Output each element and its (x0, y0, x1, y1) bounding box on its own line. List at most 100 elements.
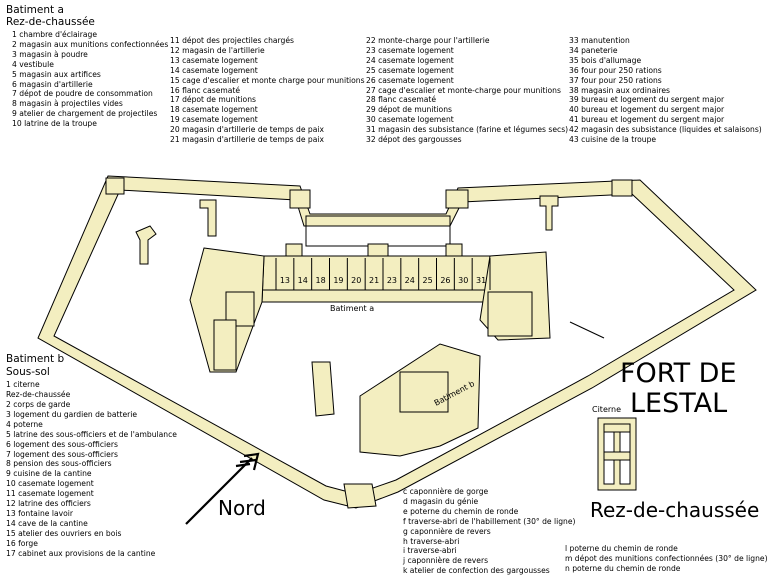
magasin-genie-d (311, 361, 335, 417)
rooms-left-2 (213, 319, 237, 371)
flank-16 (289, 189, 311, 209)
room-number: 31 (476, 276, 486, 285)
flank-28 (445, 189, 469, 209)
traverse-i (539, 195, 559, 231)
legend-item: e poterne du chemin de ronde (403, 506, 519, 516)
fort-title-line-2: LESTAL (630, 388, 728, 419)
legend-item: 15 atelier des ouvriers en bois (6, 528, 122, 538)
legend-item: 36 four pour 250 rations (569, 65, 662, 75)
legend-item: 22 monte-charge pour l'artillerie (366, 36, 490, 45)
legend-item: 9 atelier de chargement de projectiles (12, 109, 158, 119)
legend-item: f traverse-abri de l'habillement (30° de… (403, 516, 576, 526)
legend-item: 24 casemate logement (366, 55, 454, 65)
legend-item: d magasin du génie (403, 496, 479, 506)
legend-item: 8 magasin à projectiles vides (12, 99, 123, 109)
caponniere-c (343, 483, 377, 509)
legend-item: 25 casemate logement (366, 65, 454, 75)
room-number: 25 (422, 276, 432, 285)
building-b-core (399, 371, 449, 413)
legend-item: 5 magasin aux artifices (12, 69, 101, 79)
legend-item: 11 dépot des projectiles chargés (170, 36, 294, 45)
floor-label: Rez-de-chaussée (590, 498, 760, 522)
legend-item: 43 cuisine de la troupe (569, 135, 657, 145)
legend-item: 7 dépot de poudre de consommation (12, 89, 153, 99)
legend-item: 33 manutention (569, 36, 630, 45)
stair-15 (285, 243, 303, 257)
traverse-f (199, 199, 217, 237)
legend-item: 30 casemate logement (366, 115, 454, 125)
legend-item: 6 logement des sous-officiers (6, 439, 118, 449)
citerne-plan (597, 417, 637, 491)
legend-item: j caponnière de revers (403, 556, 489, 566)
legend-item: 41 bureau et logement du sergent major (569, 115, 725, 125)
legend-item: 16 forge (6, 538, 38, 548)
room-number: 23 (387, 276, 397, 285)
fort-title-line-1: FORT DE (620, 358, 737, 389)
legend-item: g caponnière de revers (403, 526, 491, 536)
legend-item: m dépot des munitions confectionnées (30… (565, 553, 768, 563)
legend-item: i traverse-abri (403, 546, 457, 556)
legend-item: 39 bureau et logement du sergent major (569, 95, 725, 105)
legend-item: 12 magasin de l'artillerie (170, 45, 265, 55)
caponniere-g (105, 177, 125, 195)
legend-item: 34 paneterie (569, 45, 618, 55)
legend-item: 17 cabinet aux provisions de la cantine (6, 548, 156, 558)
building-b-title: Batiment b (6, 353, 65, 365)
legend-item: 3 logement du gardien de batterie (6, 409, 138, 419)
room-dividers (275, 258, 491, 290)
legend-item: 2 corps de garde (6, 400, 71, 409)
legend-item: 1 citerne (6, 380, 40, 389)
legend-item: 12 latrine des officiers (6, 499, 91, 509)
room-number: 13 (280, 276, 290, 285)
legend-item: 27 cage d'escalier et monte-charge pour … (366, 85, 561, 95)
rooms-right-1 (487, 291, 533, 337)
room-number: 24 (405, 276, 415, 285)
legend-item: 4 vestibule (12, 59, 54, 69)
room-number: 21 (369, 276, 379, 285)
room-number: 30 (458, 276, 468, 285)
legend-item: 40 bureau et logement du sergent major (569, 105, 725, 115)
legend-item: 28 flanc casematé (366, 95, 437, 105)
legend-item: 4 poterne (6, 419, 43, 429)
stair-17 (445, 243, 463, 257)
legend-item: 10 latrine de la troupe (12, 119, 97, 129)
room-number: 14 (298, 276, 308, 285)
room-number: 26 (440, 276, 450, 285)
legend-item: 2 magasin aux munitions confectionnées (12, 39, 169, 49)
room-number: 19 (333, 276, 343, 285)
legend-item: 19 casemate logement (170, 115, 258, 125)
legend-item: 13 casemate logement (170, 55, 258, 65)
legend-item: 38 magasin aux ordinaires (569, 85, 670, 95)
legend-item: 15 cage d'escalier et monte charge pour … (170, 75, 365, 85)
legend-item: 29 dépot de munitions (366, 105, 452, 115)
legend-item: k atelier de confection des gargousses (403, 566, 550, 576)
map-label-citerne: Citerne (592, 405, 621, 414)
legend-item: n poterne du chemin de ronde (565, 563, 681, 573)
legend-item: 18 casemate logement (170, 105, 258, 115)
outer-rampart (37, 175, 757, 509)
north-label: Nord (218, 496, 266, 520)
legend-item: c caponnière de gorge (403, 487, 489, 496)
legend-item: 35 bois d'allumage (569, 55, 642, 65)
legend-item: 16 flanc casematé (170, 85, 241, 95)
legend-item: 20 magasin d'artillerie de temps de paix (170, 125, 324, 135)
legend-item: 9 cuisine de la cantine (6, 469, 92, 479)
legend-item: 42 magasin des subsistance (liquides et … (569, 125, 762, 135)
legend-item: 1 chambre d'éclairage (12, 30, 98, 39)
legend-item: 5 latrine des sous-officiers et de l'amb… (6, 429, 177, 439)
legend-item: 23 casemate logement (366, 45, 454, 55)
north-arrow-icon (185, 452, 260, 525)
lift-22 (367, 243, 389, 257)
legend-item: 11 casemate logement (6, 489, 94, 499)
legend-item: 14 casemate logement (170, 65, 258, 75)
legend-item: 37 four pour 250 rations (569, 75, 662, 85)
